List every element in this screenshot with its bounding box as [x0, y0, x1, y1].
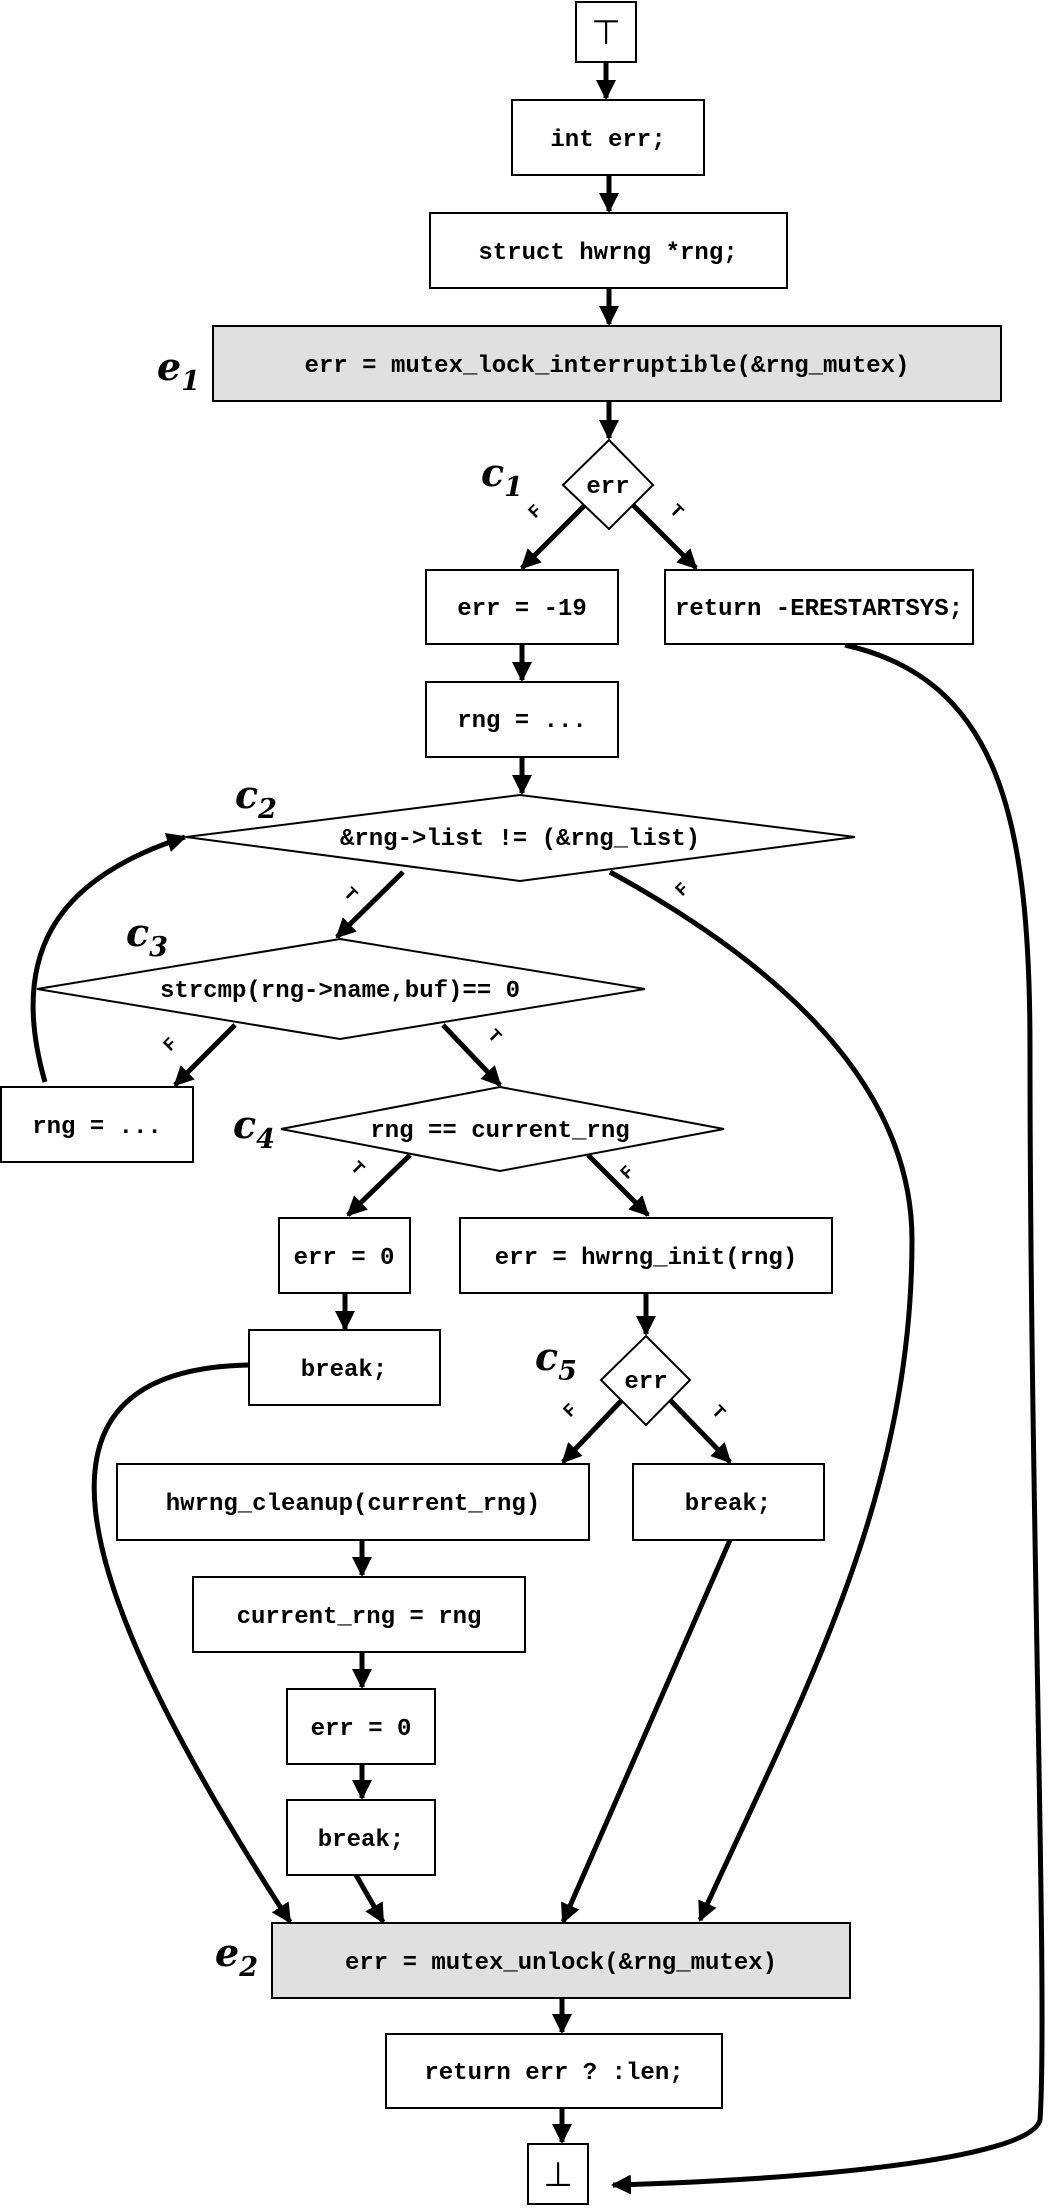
node-break-3: break;: [286, 1799, 436, 1876]
edge-c1-true: [631, 503, 698, 570]
edge-label-c3-true: T: [483, 1026, 505, 1048]
node-hwrng-init-text: err = hwrng_init(rng): [495, 1245, 797, 1272]
edge-label-c3-false: F: [160, 1034, 182, 1056]
edge-c2-true: [335, 870, 405, 939]
label-e2: e2: [215, 1930, 258, 1983]
node-return-len: return err ? :len;: [385, 2033, 723, 2109]
node-c4-text: rng == current_rng: [370, 1118, 629, 1145]
node-mutex-lock: err = mutex_lock_interruptible(&rng_mute…: [212, 325, 1002, 402]
node-int-err-text: int err;: [550, 127, 665, 154]
edge-c3-true: [441, 1023, 502, 1087]
node-break-2-text: break;: [685, 1491, 771, 1518]
label-e1: e1: [157, 344, 200, 397]
node-err-zero-2: err = 0: [286, 1688, 436, 1765]
nodes: ⊤ int err; struct hwrng *rng; err = mute…: [0, 1, 1002, 2205]
node-c2-text: &rng->list != (&rng_list): [340, 826, 700, 853]
node-mutex-unlock-text: err = mutex_unlock(&rng_mutex): [345, 1950, 777, 1977]
bottom-node: ⊥: [527, 2143, 589, 2205]
node-return-len-text: return err ? :len;: [424, 2060, 683, 2087]
node-rng-assign-2-text: rng = ...: [32, 1114, 162, 1141]
node-mutex-lock-text: err = mutex_lock_interruptible(&rng_mute…: [305, 353, 910, 380]
node-rng-assign-1: rng = ...: [425, 681, 619, 758]
edge-label-c1-false: F: [525, 501, 547, 523]
node-break-1: break;: [248, 1329, 441, 1406]
edge-break1-to-unlock: [91, 1362, 293, 1924]
node-c5: err: [599, 1334, 692, 1427]
node-c3-text: strcmp(rng->name,buf)== 0: [160, 978, 520, 1005]
node-err-neg19: err = -19: [425, 569, 619, 645]
edge-c5-false: [561, 1398, 624, 1464]
node-labels: e1 c1 c2 c3 c4 c5 e2: [126, 344, 577, 1983]
node-c5-text: err: [624, 1369, 667, 1396]
edge-label-c4-false: F: [617, 1162, 639, 1184]
edge-c4-true: [346, 1153, 412, 1217]
node-c3: strcmp(rng->name,buf)== 0: [36, 937, 646, 1041]
edge-c4-false: [586, 1153, 650, 1217]
edge-label-c1-true: T: [665, 501, 687, 523]
node-int-err: int err;: [511, 99, 705, 176]
edge-c3-false: [173, 1023, 237, 1087]
node-hwrng-init: err = hwrng_init(rng): [459, 1217, 833, 1294]
edge-c2-false: [608, 869, 915, 1922]
node-break-1-text: break;: [301, 1357, 387, 1384]
bottom-symbol: ⊥: [543, 2155, 573, 2195]
node-c1: err: [561, 438, 655, 531]
label-c5: c5: [535, 1334, 577, 1387]
node-struct-rng: struct hwrng *rng;: [429, 212, 788, 289]
node-current-rng-assign-text: current_rng = rng: [237, 1604, 482, 1631]
edge-c5-true: [668, 1398, 732, 1464]
node-mutex-unlock: err = mutex_unlock(&rng_mutex): [271, 1922, 851, 1999]
node-err-zero-2-text: err = 0: [311, 1716, 412, 1743]
node-rng-assign-1-text: rng = ...: [457, 708, 587, 735]
edge-label-c2-false: F: [672, 879, 694, 901]
top-node: ⊤: [575, 1, 637, 63]
node-err-zero-1-text: err = 0: [294, 1245, 395, 1272]
node-return-erestart: return -ERESTARTSYS;: [664, 569, 974, 645]
edge-erestart-to-bottom: [611, 642, 1045, 2195]
node-struct-rng-text: struct hwrng *rng;: [478, 240, 737, 267]
node-break-2: break;: [632, 1463, 825, 1541]
node-c1-text: err: [586, 474, 629, 501]
edges: [30, 62, 1045, 2195]
node-c4: rng == current_rng: [280, 1085, 725, 1173]
node-err-neg19-text: err = -19: [457, 596, 587, 623]
edge-c1-false: [520, 503, 587, 570]
node-rng-assign-2: rng = ...: [0, 1086, 194, 1163]
edge-label-c5-true: T: [707, 1402, 729, 1424]
node-hwrng-cleanup-text: hwrng_cleanup(current_rng): [166, 1491, 540, 1518]
node-c2: &rng->list != (&rng_list): [185, 793, 856, 883]
label-c1: c1: [481, 450, 523, 503]
node-err-zero-1: err = 0: [278, 1217, 411, 1294]
edge-label-c2-true: T: [339, 884, 361, 906]
label-c3: c3: [126, 910, 168, 963]
node-break-3-text: break;: [318, 1827, 404, 1854]
label-c2: c2: [235, 772, 277, 825]
edge-label-c4-true: T: [346, 1158, 368, 1180]
edge-label-c5-false: F: [560, 1400, 582, 1422]
label-c4: c4: [233, 1102, 275, 1155]
top-symbol: ⊤: [591, 13, 621, 53]
edge-rng2-loop-to-c2: [30, 832, 187, 1083]
edge-break3-to-unlock: [353, 1873, 386, 1924]
node-current-rng-assign: current_rng = rng: [192, 1576, 526, 1653]
node-hwrng-cleanup: hwrng_cleanup(current_rng): [116, 1463, 590, 1541]
node-return-erestart-text: return -ERESTARTSYS;: [675, 596, 963, 623]
edge-break2-to-unlock: [560, 1538, 733, 1924]
